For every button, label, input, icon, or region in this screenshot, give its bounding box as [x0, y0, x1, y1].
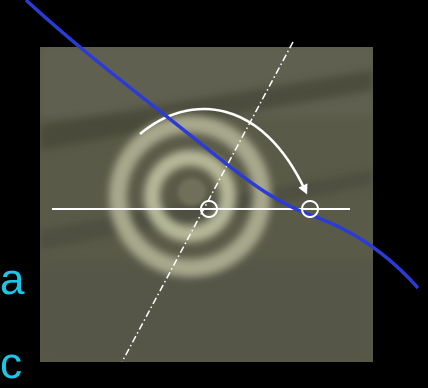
label-c: c: [0, 342, 22, 386]
diagram-canvas: a c: [0, 0, 428, 362]
label-a: a: [0, 258, 24, 302]
diagram-svg: [0, 0, 428, 362]
